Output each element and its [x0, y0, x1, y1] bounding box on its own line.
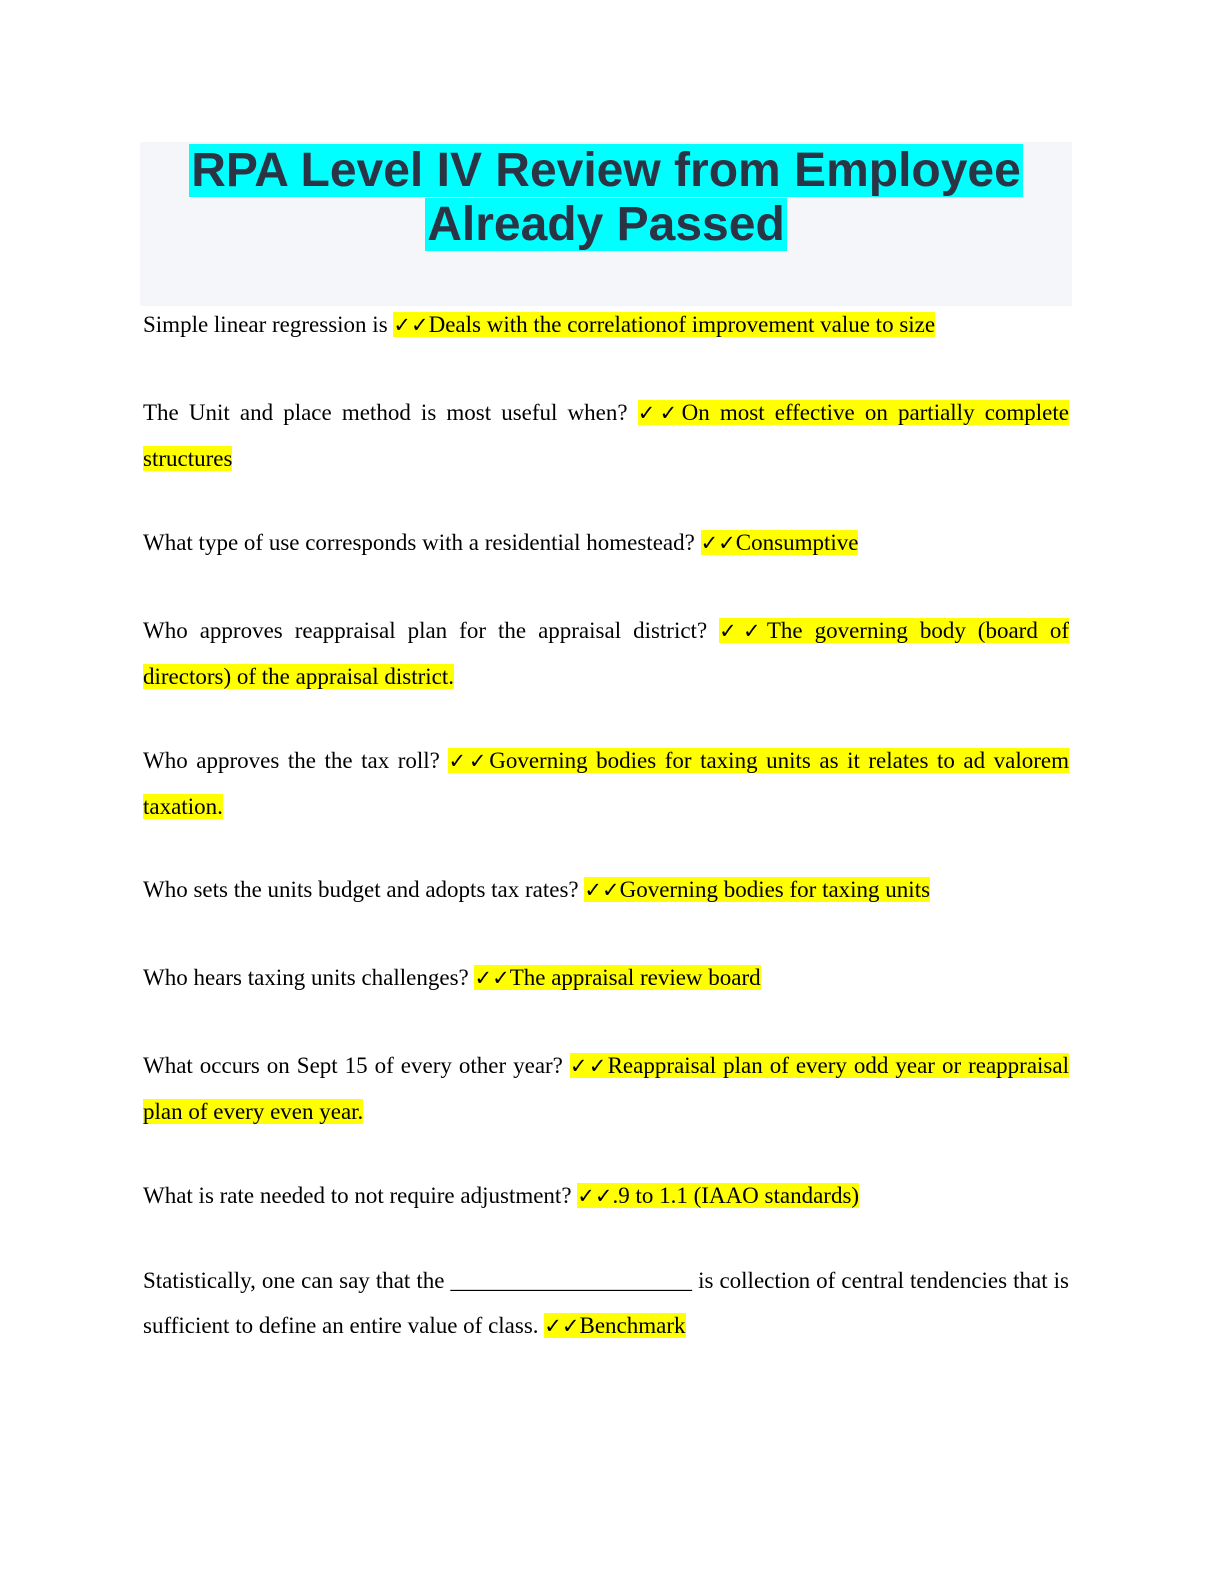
double-check-icon: ✓✓	[393, 313, 429, 337]
double-check-icon: ✓✓	[700, 531, 736, 555]
answer-text: Governing bodies for taxing units	[619, 877, 931, 902]
question-text: Simple linear regression is	[143, 312, 394, 337]
answer-highlight: ✓✓Benchmark	[544, 1313, 686, 1338]
qa-item-1: Simple linear regression is ✓✓Deals with…	[143, 302, 1069, 348]
qa-item-4: Who approves reappraisal plan for the ap…	[143, 608, 1069, 699]
question-text: Who approves reappraisal plan for the ap…	[143, 618, 720, 643]
answer-highlight: ✓✓Consumptive	[700, 530, 859, 555]
double-check-icon: ✓✓	[474, 966, 510, 990]
answer-text: Reappraisal plan of every odd year or re…	[143, 1053, 1069, 1124]
title-line-2: Already Passed	[425, 198, 787, 251]
double-check-icon: ✓✓	[577, 1184, 613, 1208]
question-text: Who approves the the tax roll?	[143, 748, 449, 773]
answer-text: .9 to 1.1 (IAAO standards)	[612, 1183, 860, 1208]
qa-item-3: What type of use corresponds with a resi…	[143, 520, 1069, 566]
qa-item-5: Who approves the the tax roll? ✓✓Governi…	[143, 738, 1069, 829]
answer-text: Governing bodies for taxing units as it …	[143, 748, 1069, 819]
answer-text: Consumptive	[735, 530, 859, 555]
double-check-icon: ✓✓	[448, 749, 490, 773]
qa-item-10: Statistically, one can say that the ____…	[143, 1258, 1069, 1349]
answer-highlight: ✓✓Deals with the correlationof improveme…	[393, 312, 936, 337]
question-text: What occurs on Sept 15 of every other ye…	[143, 1053, 570, 1078]
question-text: Who sets the units budget and adopts tax…	[143, 877, 585, 902]
answer-text: Benchmark	[579, 1313, 686, 1338]
question-text: The Unit and place method is most useful…	[143, 400, 638, 425]
answer-text: On most effective on partially complete …	[143, 400, 1069, 471]
question-text: What type of use corresponds with a resi…	[143, 530, 701, 555]
answer-text: Deals with the correlationof improvement…	[428, 312, 936, 337]
question-text: Statistically, one can say that the ____…	[143, 1268, 1069, 1338]
answer-highlight: ✓✓Governing bodies for taxing units	[584, 877, 931, 902]
question-text: Who hears taxing units challenges?	[143, 965, 475, 990]
answer-text: The governing body (board of directors) …	[143, 618, 1069, 689]
double-check-icon: ✓✓	[544, 1314, 580, 1338]
double-check-icon: ✓✓	[584, 878, 620, 902]
qa-item-2: The Unit and place method is most useful…	[143, 390, 1069, 481]
double-check-icon: ✓✓	[719, 619, 767, 643]
qa-item-8: What occurs on Sept 15 of every other ye…	[143, 1043, 1069, 1134]
question-text: What is rate needed to not require adjus…	[143, 1183, 578, 1208]
title-line-1: RPA Level IV Review from Employee	[189, 144, 1023, 197]
answer-highlight: ✓✓The appraisal review board	[474, 965, 761, 990]
title-banner: RPA Level IV Review from Employee Alread…	[140, 142, 1072, 306]
qa-item-7: Who hears taxing units challenges? ✓✓The…	[143, 955, 1069, 1001]
qa-item-9: What is rate needed to not require adjus…	[143, 1173, 1069, 1219]
answer-highlight: ✓✓.9 to 1.1 (IAAO standards)	[577, 1183, 860, 1208]
double-check-icon: ✓✓	[637, 401, 682, 425]
double-check-icon: ✓✓	[569, 1054, 608, 1078]
answer-text: The appraisal review board	[509, 965, 761, 990]
document-title: RPA Level IV Review from Employee Alread…	[140, 142, 1072, 252]
qa-item-6: Who sets the units budget and adopts tax…	[143, 867, 1069, 913]
